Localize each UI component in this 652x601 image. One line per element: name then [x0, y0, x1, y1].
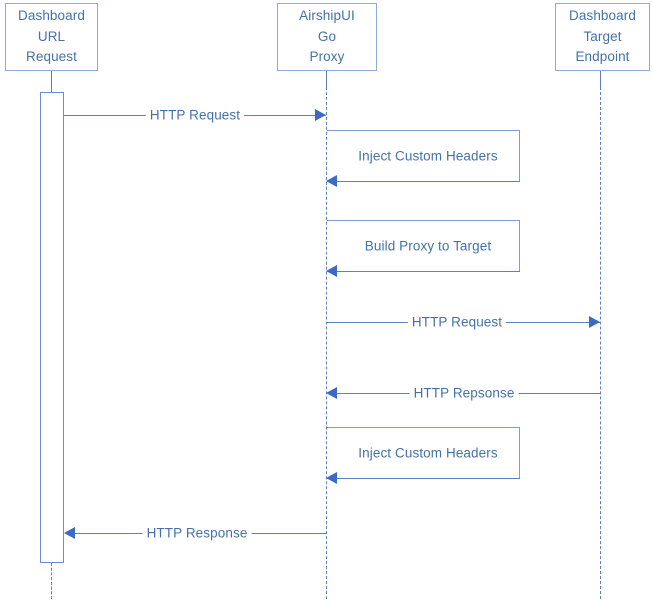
self-call-label-inject-custom-headers-2: Inject Custom Headers	[358, 445, 498, 461]
arrowhead-left-icon	[326, 387, 337, 399]
lifeline-stub-dashboard-target-endpoint	[600, 71, 601, 87]
arrowhead-right-icon	[589, 316, 600, 328]
lifeline-stub-airshipui-go-proxy	[326, 71, 327, 87]
message-label-http-request-to-proxy: HTTP Request	[145, 108, 245, 122]
arrowhead-right-icon	[315, 109, 326, 121]
participant-label-line: Endpoint	[575, 49, 630, 65]
participant-label-line: Request	[26, 49, 77, 65]
participant-label-line: Dashboard	[569, 8, 636, 24]
participant-label-line: Go	[317, 28, 337, 44]
lifeline-airshipui-go-proxy	[326, 87, 327, 599]
arrowhead-left-icon	[326, 175, 337, 187]
self-call-return-line-inject-custom-headers-1	[336, 181, 520, 182]
arrowhead-left-icon	[326, 265, 337, 277]
arrowhead-left-icon	[326, 472, 337, 484]
participant-label-line: AirshipUI	[299, 8, 355, 24]
self-call-return-line-build-proxy-to-target	[336, 271, 520, 272]
participant-label-line: Dashboard	[18, 8, 85, 24]
message-label-http-response-to-dashboard: HTTP Response	[142, 526, 252, 540]
self-call-label-build-proxy-to-target: Build Proxy to Target	[364, 238, 492, 254]
message-label-http-repsonse-from-target: HTTP Repsonse	[409, 386, 519, 400]
self-call-return-line-inject-custom-headers-2	[336, 478, 520, 479]
message-label-http-request-to-target: HTTP Request	[407, 315, 507, 329]
participant-dashboard-target-endpoint[interactable]: Dashboard Target Endpoint	[555, 3, 650, 71]
lifeline-stub-dashboard-url-request	[51, 71, 52, 93]
self-call-label-inject-custom-headers-1: Inject Custom Headers	[358, 148, 498, 164]
participant-label-line: Target	[583, 28, 622, 44]
participant-dashboard-url-request[interactable]: Dashboard URL Request	[5, 3, 98, 71]
lifeline-dashboard-target-endpoint	[600, 87, 601, 599]
participant-label-line: Proxy	[309, 49, 345, 65]
participant-airshipui-go-proxy[interactable]: AirshipUI Go Proxy	[277, 3, 377, 71]
activation-bar-dashboard-url-request	[40, 92, 64, 563]
arrowhead-left-icon	[64, 527, 75, 539]
participant-label-line: URL	[37, 28, 66, 44]
lifeline-dashboard-url-request	[51, 563, 52, 599]
